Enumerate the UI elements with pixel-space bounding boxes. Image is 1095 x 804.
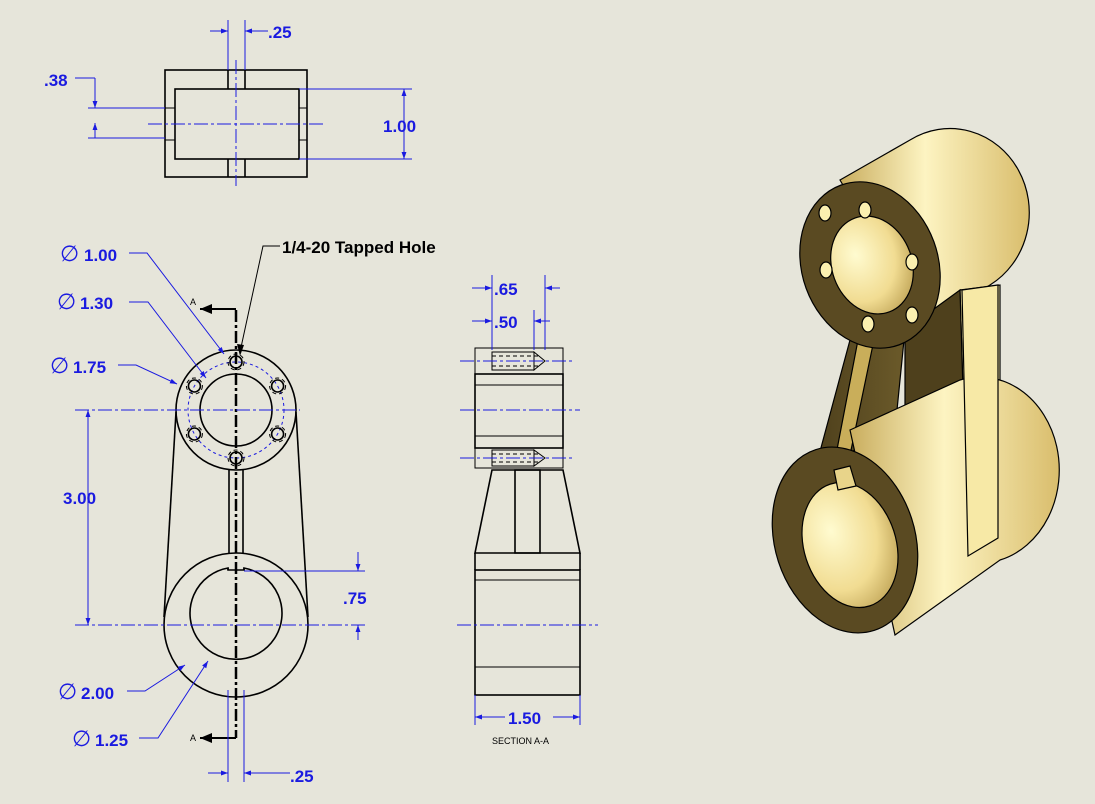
dia-symbol-2: ∅: [57, 290, 76, 315]
cut-label-top: A: [190, 297, 196, 307]
lower-bore-keyway: [189, 567, 283, 661]
dim-section-depth-2: .50: [494, 313, 518, 332]
section-view: .65 .50 1.50 SECTION A-A: [457, 275, 598, 746]
dim-dia-2: 1.30: [80, 294, 113, 313]
section-label: SECTION A-A: [492, 736, 549, 746]
dia-symbol-1: ∅: [60, 242, 79, 267]
dim-keyway: .75: [343, 589, 367, 608]
dim-top-offset: .38: [44, 71, 68, 90]
dim-top-height: 1.00: [383, 117, 416, 136]
upper-hub-body: [839, 127, 1030, 326]
dim-section-depth-1: .65: [494, 280, 518, 299]
front-view: A A 3.00 .75 .25 ∅ 1.00 ∅ 1.30 ∅ 1.75 ∅ …: [50, 238, 436, 786]
dim-center-distance: 3.00: [63, 489, 96, 508]
dim-dia-3: 1.75: [73, 358, 106, 377]
dim-bottom-slot: .25: [290, 767, 314, 786]
dia-symbol-3: ∅: [50, 354, 69, 379]
tapped-hole-note: 1/4-20 Tapped Hole: [282, 238, 436, 257]
dim-section-width: 1.50: [508, 709, 541, 728]
cut-label-bottom: A: [190, 733, 196, 743]
dim-dia-1: 1.00: [84, 246, 117, 265]
dim-dia-5: 1.25: [95, 731, 128, 750]
dim-top-slot: .25: [268, 23, 292, 42]
top-view: .25 .38 1.00: [44, 20, 416, 186]
dia-symbol-4: ∅: [58, 680, 77, 705]
upper-hub-bore: [830, 215, 914, 315]
lower-hub-bore: [801, 481, 899, 609]
dim-dia-4: 2.00: [81, 684, 114, 703]
isometric-view: [771, 127, 1060, 637]
dia-symbol-5: ∅: [72, 727, 91, 752]
